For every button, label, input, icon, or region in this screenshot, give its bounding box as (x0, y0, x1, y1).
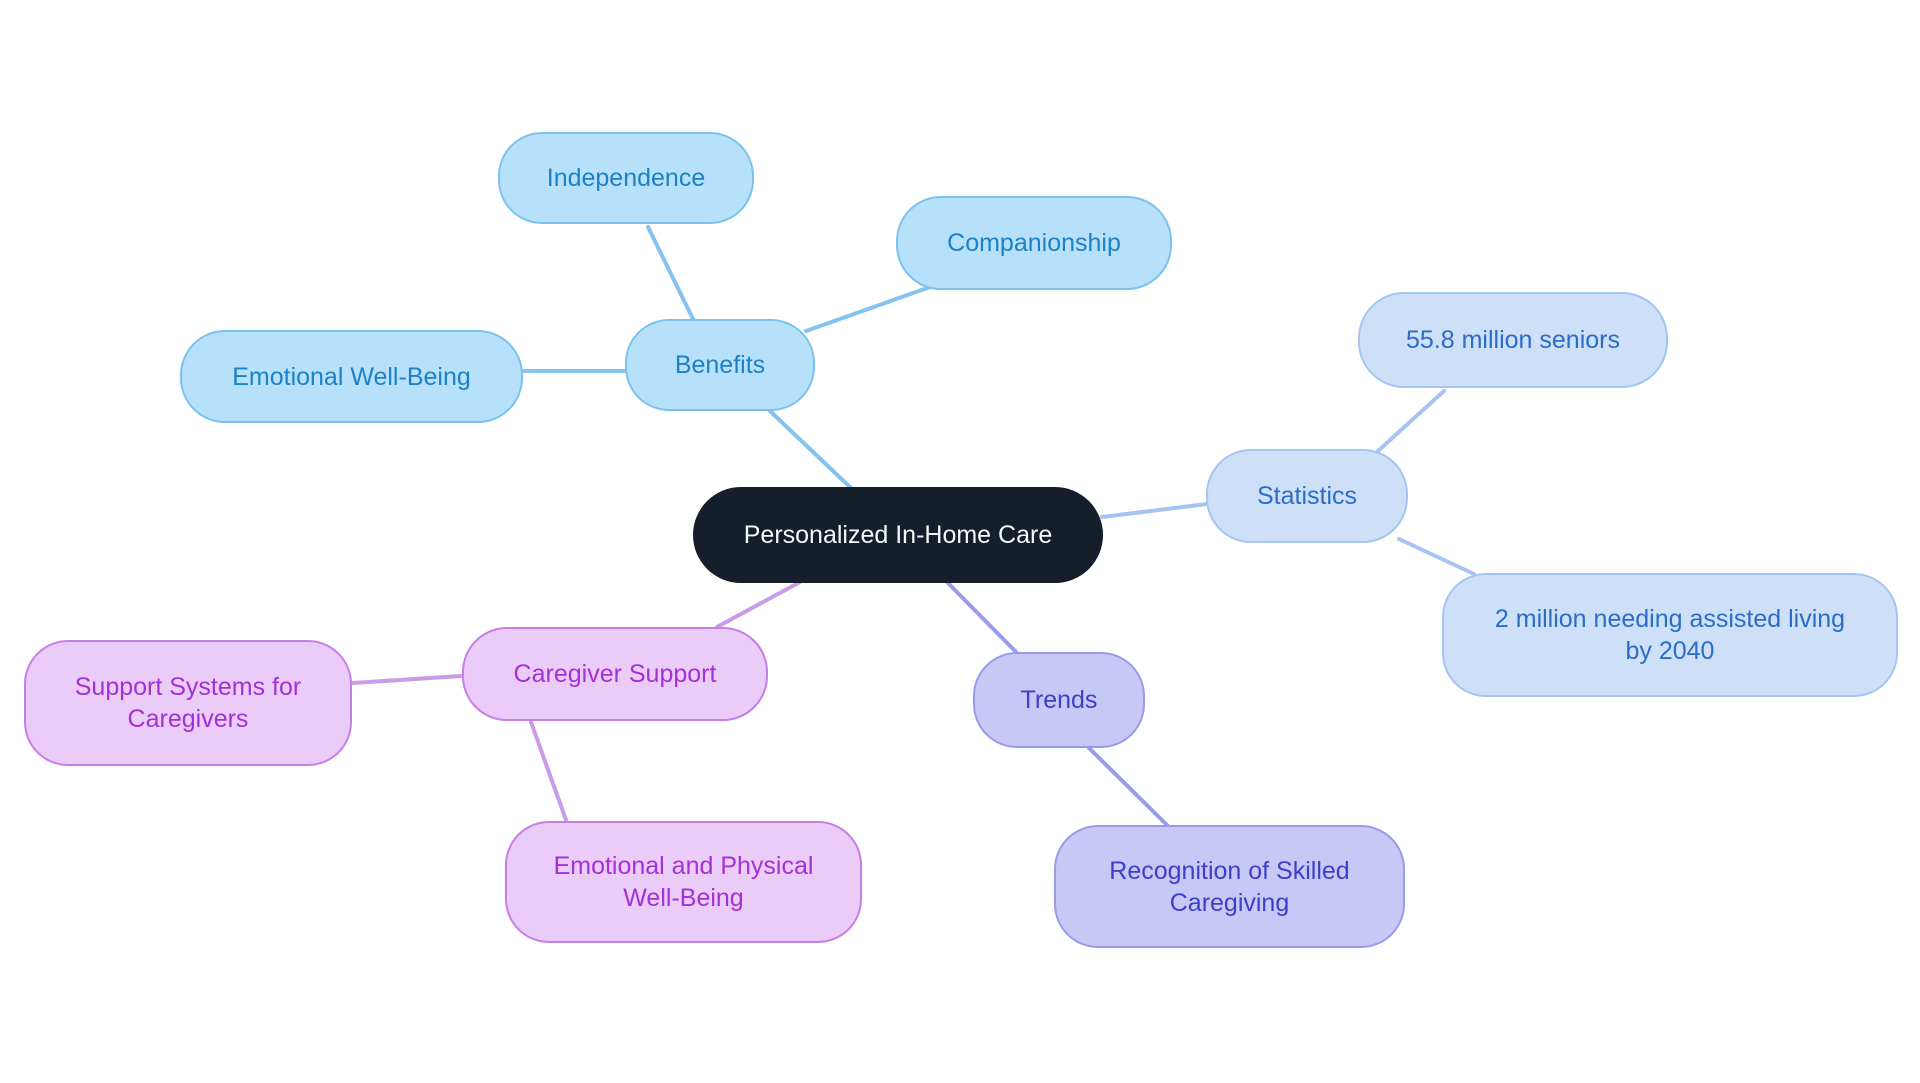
node-label: Recognition of Skilled Caregiving (1109, 856, 1350, 917)
mindmap-node-statistics[interactable]: Statistics (1206, 449, 1408, 543)
edge-statistics-seniors (1376, 389, 1446, 453)
node-label: 2 million needing assisted living by 204… (1494, 605, 1846, 665)
mindmap-node-trends[interactable]: Trends (973, 652, 1145, 748)
edge-central-benefits (768, 409, 854, 491)
mindmap-node-benefits[interactable]: Benefits (625, 319, 815, 411)
mindmap-node-support-systems-for-caregivers[interactable]: Support Systems for Caregivers (24, 640, 352, 766)
mindmap-node-central[interactable]: Personalized In-Home Care (693, 487, 1103, 583)
edge-caregiver-emotional-physical (529, 720, 568, 822)
edge-central-caregiver-support (715, 580, 802, 629)
node-label: Benefits (674, 351, 766, 379)
node-label: 55.8 million seniors (1406, 326, 1620, 354)
mindmap-node-emotional-and-physical-well-being[interactable]: Emotional and Physical Well-Being (505, 821, 862, 943)
mindmap-node-seniors-55-8-million[interactable]: 55.8 million seniors (1358, 292, 1668, 388)
mindmap-node-emotional-well-being[interactable]: Emotional Well-Being (180, 330, 523, 423)
edge-central-trends (945, 580, 1018, 654)
node-label: Emotional and Physical Well-Being (553, 852, 814, 912)
mindmap-node-recognition-skilled-caregiving[interactable]: Recognition of Skilled Caregiving (1054, 825, 1405, 948)
edge-central-statistics (1100, 502, 1209, 519)
node-label: Support Systems for Caregivers (74, 673, 302, 733)
edge-benefits-independence (646, 225, 696, 323)
node-label: Caregiver Support (513, 660, 717, 688)
node-label: Independence (546, 164, 706, 192)
node-label: Statistics (1256, 482, 1358, 510)
edge-benefits-companionship (804, 285, 932, 333)
mindmap-node-companionship[interactable]: Companionship (896, 196, 1172, 290)
edge-trends-recognition (1087, 746, 1170, 828)
node-label: Trends (1020, 686, 1098, 714)
mindmap-node-assisted-living-2040[interactable]: 2 million needing assisted living by 204… (1442, 573, 1898, 697)
node-label: Personalized In-Home Care (743, 521, 1053, 549)
edge-statistics-assisted-living (1397, 537, 1476, 576)
node-label: Companionship (947, 229, 1121, 257)
edge-caregiver-support-systems (351, 674, 463, 685)
mindmap-node-caregiver-support[interactable]: Caregiver Support (462, 627, 768, 721)
mindmap-node-independence[interactable]: Independence (498, 132, 754, 224)
node-label: Emotional Well-Being (232, 362, 471, 391)
